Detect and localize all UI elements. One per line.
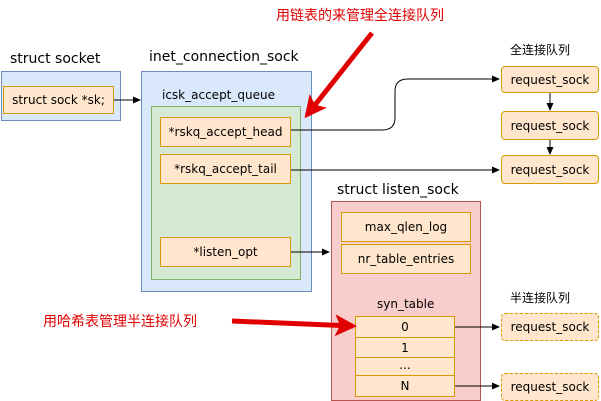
full-queue-request-sock-1: request_sock xyxy=(501,66,599,93)
syn-table-row-ellipsis: ... xyxy=(355,357,455,376)
arrow-head-to-first xyxy=(291,75,500,131)
icsk-accept-queue-title: icsk_accept_queue xyxy=(162,88,275,102)
annotation-full-queue: 用链表的来管理全连接队列 xyxy=(276,8,444,24)
full-queue-request-sock-3: request_sock xyxy=(501,155,599,184)
red-arrow-to-syn-table xyxy=(231,314,357,337)
max-qlen-log-field: max_qlen_log xyxy=(341,212,471,242)
listen-sock-title: struct listen_sock xyxy=(337,182,459,198)
syn-table-row-n: N xyxy=(355,375,455,397)
struct-sock-sk-field: struct sock *sk; xyxy=(3,86,114,114)
full-queue-title: 全连接队列 xyxy=(510,43,571,57)
listen-opt-field: *listen_opt xyxy=(160,237,291,267)
half-queue-title: 半连接队列 xyxy=(510,291,571,305)
half-queue-request-sock-1: request_sock xyxy=(501,313,599,341)
rskq-accept-tail-field: *rskq_accept_tail xyxy=(160,154,291,184)
full-queue-request-sock-2: request_sock xyxy=(501,111,599,140)
syn-table-title: syn_table xyxy=(377,297,435,311)
inet-connection-sock-title: inet_connection_sock xyxy=(149,49,299,65)
annotation-half-queue: 用哈希表管理半连接队列 xyxy=(43,314,197,330)
nr-table-entries-field: nr_table_entries xyxy=(341,244,471,274)
struct-socket-title: struct socket xyxy=(10,51,101,67)
rskq-accept-head-field: *rskq_accept_head xyxy=(160,117,291,147)
red-arrow-to-accept-head xyxy=(304,31,374,119)
